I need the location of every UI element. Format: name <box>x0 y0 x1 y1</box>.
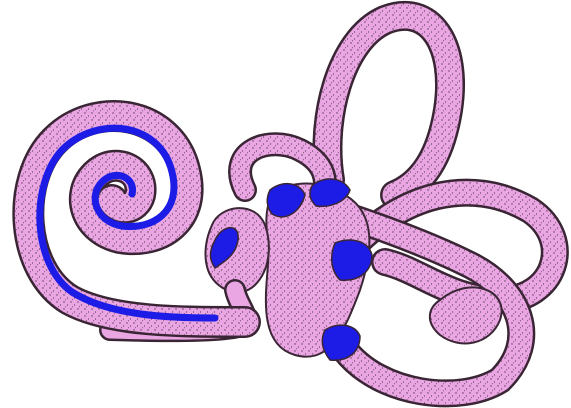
ampulla-lateral <box>332 240 372 280</box>
anterior-semicircular-canal <box>327 16 450 195</box>
